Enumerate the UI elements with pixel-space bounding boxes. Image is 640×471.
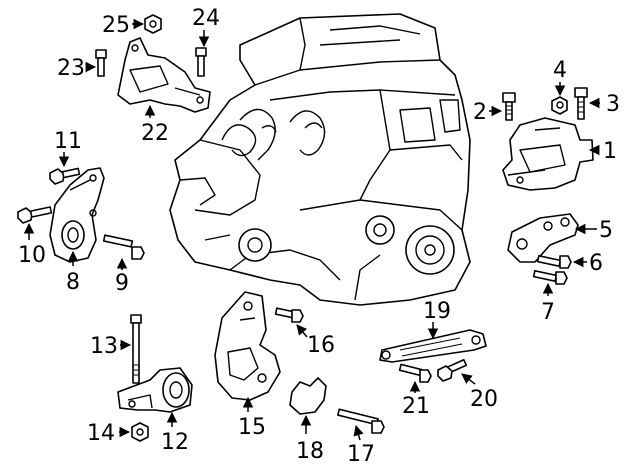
callout-10: 10 <box>18 243 46 268</box>
callout-3: 3 <box>606 92 620 117</box>
callout-19: 19 <box>423 299 451 324</box>
part-18-heat-shield <box>289 377 327 415</box>
part-4-nut <box>551 96 568 115</box>
callout-4: 4 <box>553 58 567 83</box>
part-11-bolt <box>49 167 81 185</box>
callout-20: 20 <box>470 387 498 412</box>
part-5-bracket <box>507 213 579 263</box>
callout-17: 17 <box>347 442 375 467</box>
callout-12: 12 <box>161 430 189 455</box>
callout-5: 5 <box>599 218 613 243</box>
callout-9: 9 <box>115 271 129 296</box>
engine-assembly-illustration <box>169 13 471 306</box>
part-17-bolt <box>337 408 385 434</box>
part-8-transmission-mount <box>49 167 105 263</box>
part-20-bolt <box>437 358 468 382</box>
callout-7: 7 <box>541 300 555 325</box>
callout-11: 11 <box>54 129 82 154</box>
callout-18: 18 <box>296 439 324 464</box>
part-15-support-bracket <box>214 291 281 401</box>
callout-23: 23 <box>57 56 85 81</box>
part-2-bolt <box>502 92 516 121</box>
part-23-bolt <box>95 49 107 77</box>
callout-25: 25 <box>102 13 130 38</box>
callout-8: 8 <box>66 270 80 295</box>
part-1-engine-mount <box>502 117 594 191</box>
callout-16: 16 <box>307 333 335 358</box>
part-10-bolt <box>17 206 53 224</box>
part-9-bolt <box>102 234 145 260</box>
part-13-bolt <box>130 314 142 384</box>
part-6-bolt <box>536 254 572 269</box>
part-22-upper-mount <box>117 37 211 113</box>
part-12-rear-mount <box>117 367 193 413</box>
callout-15: 15 <box>238 415 266 440</box>
callout-1: 1 <box>603 139 617 164</box>
callout-labels: 1 2 3 4 5 6 7 8 9 10 11 12 13 14 15 16 1… <box>18 6 620 467</box>
part-19-torque-rod <box>379 329 487 363</box>
callout-24: 24 <box>192 6 220 31</box>
callout-14: 14 <box>87 421 115 446</box>
part-25-nut <box>144 14 162 34</box>
callout-6: 6 <box>589 251 603 276</box>
part-21-bolt <box>398 363 432 383</box>
callout-2: 2 <box>473 100 487 125</box>
part-24-bolt <box>195 47 207 77</box>
part-3-bolt <box>574 87 588 120</box>
part-16-bolt <box>274 307 304 323</box>
leader-lines <box>23 18 600 441</box>
part-7-bolt <box>532 269 568 285</box>
callout-13: 13 <box>90 334 118 359</box>
callout-21: 21 <box>402 394 430 419</box>
callout-22: 22 <box>141 121 169 146</box>
part-14-nut <box>131 422 149 442</box>
